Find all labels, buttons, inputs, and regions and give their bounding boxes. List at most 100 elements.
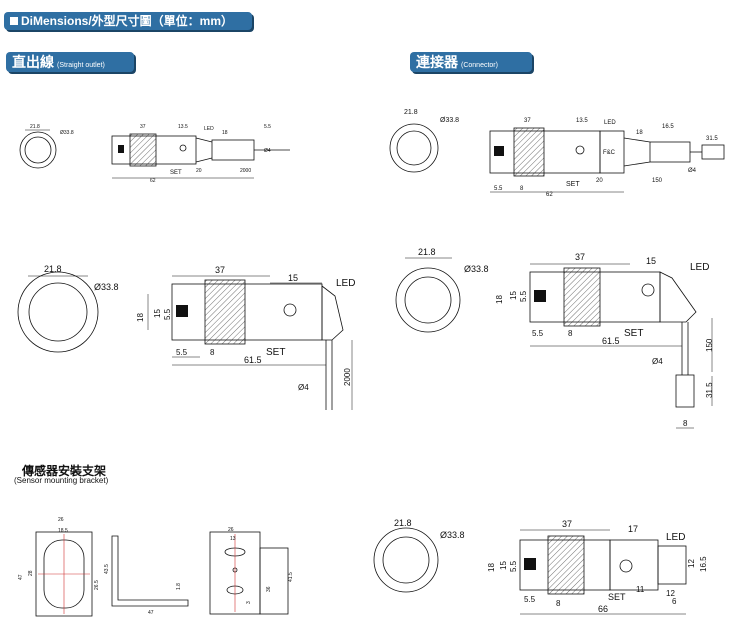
dim-label: 37	[562, 519, 572, 529]
dim-label: 20	[196, 168, 202, 174]
dim-label: 36	[266, 586, 272, 592]
dim-label: 12	[666, 589, 675, 598]
dim-label: 8	[556, 599, 561, 608]
dim-label: 21.8	[394, 518, 412, 528]
dim-label: 21.8	[418, 247, 436, 257]
dim-label: 18	[487, 563, 496, 572]
dim-label: Ø4	[264, 148, 271, 154]
dim-label: 15	[288, 273, 298, 283]
set-label: SET	[566, 181, 580, 188]
dim-label: 18	[636, 130, 643, 136]
straight-small-drawing: 21.8 Ø33.8 LED SET 37 13.5 18 5.5 Ø4 20 …	[19, 124, 290, 184]
dim-label: 8	[683, 419, 688, 428]
section-title: 直出線	[12, 54, 54, 70]
dim-label: 47	[148, 610, 154, 616]
dim-label: 5.5	[176, 348, 188, 357]
dim-label: 6	[672, 597, 677, 606]
bracket-subtitle: (Sensor mounting bracket)	[14, 476, 109, 485]
section-header-straight: 直出線(Straight outlet)	[6, 52, 134, 72]
dim-label: Ø33.8	[60, 130, 74, 136]
section-subtitle: (Connector)	[461, 62, 498, 69]
dim-label: 26	[228, 527, 234, 533]
dim-label: 8	[568, 329, 573, 338]
brand-label: F&C	[603, 150, 616, 156]
dim-label: 16.5	[699, 556, 708, 572]
dim-label: 15	[499, 561, 508, 570]
connector-bottom-drawing: 21.8 Ø33.8 37 17 LED SET 18 15 5.5 5.5 8…	[373, 518, 708, 615]
dim-label: 62	[546, 192, 553, 198]
dim-label: 5.5	[494, 186, 503, 192]
dim-label: 15	[509, 291, 518, 300]
dim-label: 37	[140, 124, 146, 130]
dim-label: 5.5	[532, 329, 544, 338]
bracket-drawings: 26 18.5 47 28 26.5 43.5 1.8 47 26 13 36 …	[18, 517, 294, 617]
dim-label: 61.5	[602, 336, 620, 346]
dim-label: 21.8	[30, 124, 40, 130]
connector-small-drawing: 21.8 Ø33.8 F&C LED SET 37 13.5 18 16.5 3…	[389, 109, 725, 198]
dim-label: 41.5	[288, 572, 294, 582]
set-label: SET	[624, 328, 643, 339]
set-label: SET	[266, 347, 285, 358]
section-header-connector: 連接器(Connector)	[410, 52, 532, 72]
dim-label: 5.5	[163, 308, 172, 320]
dim-label: Ø4	[688, 168, 697, 174]
dim-label: 31.5	[706, 136, 718, 142]
dim-label: 26.5	[94, 580, 100, 590]
dim-label: 150	[652, 178, 663, 184]
dim-label: 28	[28, 570, 34, 576]
dim-label: 20	[596, 178, 603, 184]
dim-label: 61.5	[244, 355, 262, 365]
dim-label: 37	[215, 265, 225, 275]
square-icon	[10, 17, 18, 25]
dim-label: 15	[646, 256, 656, 266]
dim-label: 18	[222, 130, 228, 136]
dim-label: Ø33.8	[440, 117, 459, 124]
connector-large-drawing: 21.8 Ø33.8 37 15 LED SET 18 15 5.5 5.5 8…	[395, 247, 714, 429]
dim-label: 16.5	[662, 124, 674, 130]
dim-label: 13.5	[576, 118, 588, 124]
dim-label: 12	[687, 559, 696, 568]
led-label: LED	[204, 126, 214, 132]
section-subtitle: (Straight outlet)	[57, 62, 105, 69]
led-label: LED	[690, 262, 709, 273]
dim-label: 31.5	[705, 382, 714, 398]
dim-label: 1.8	[176, 583, 182, 590]
led-label: LED	[666, 532, 685, 543]
dim-label: 21.8	[44, 264, 62, 274]
dim-label: Ø4	[298, 383, 309, 392]
dim-label: 8	[210, 348, 215, 357]
dim-label: 66	[598, 604, 608, 614]
set-label: SET	[170, 170, 182, 176]
dim-label: 5.5	[509, 560, 518, 572]
led-label: LED	[336, 278, 355, 289]
dim-label: 37	[524, 118, 531, 124]
dim-label: 43.5	[104, 564, 110, 574]
dim-label: 17	[628, 524, 638, 534]
dim-label: 21.8	[404, 109, 418, 116]
section-title: 連接器	[416, 54, 458, 70]
dim-label: 18	[495, 295, 504, 304]
dim-label: 47	[18, 574, 24, 580]
set-label: SET	[608, 592, 626, 602]
dim-label: 11	[636, 585, 645, 594]
page-title: DiMensions/外型尺寸圖（單位：mm）	[4, 12, 252, 30]
dim-label: 37	[575, 252, 585, 262]
dim-label: 5.5	[264, 124, 271, 130]
dim-label: 13.5	[178, 124, 188, 130]
dim-label: 62	[150, 178, 156, 184]
dim-label: 2000	[240, 168, 251, 174]
dim-label: 8	[520, 186, 524, 192]
straight-large-drawing: 21.8 Ø33.8 37 15 LED SET 18 15 5.5 5.5 8…	[17, 264, 355, 410]
dim-label: 150	[705, 338, 714, 352]
dim-label: 13	[230, 536, 236, 542]
page-title-text: DiMensions/外型尺寸圖（單位：mm）	[21, 14, 234, 28]
dim-label: Ø33.8	[440, 530, 465, 540]
led-label: LED	[604, 120, 616, 126]
bracket-title: 傳感器安裝支架	[22, 464, 107, 478]
dim-label: Ø4	[652, 357, 663, 366]
dim-label: 5.5	[519, 290, 528, 302]
dim-label: 2000	[343, 368, 352, 386]
dim-label: 15	[153, 309, 162, 318]
dim-label: 18	[136, 313, 145, 322]
